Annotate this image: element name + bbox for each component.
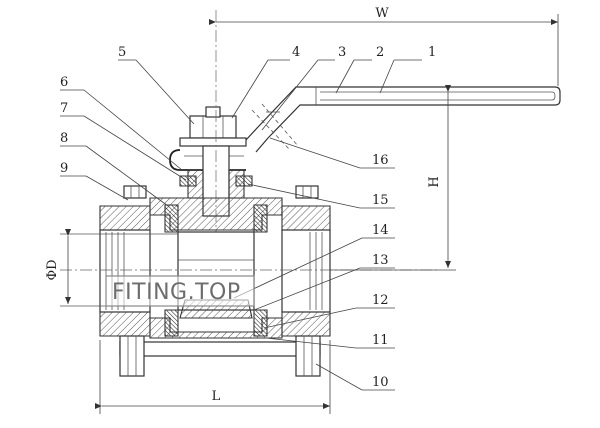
callout-8: 8 — [60, 131, 68, 146]
callout-10: 10 — [372, 375, 389, 390]
callout-6: 6 — [60, 75, 68, 90]
callout-11: 11 — [372, 333, 389, 348]
stem-assembly — [169, 10, 253, 240]
callout-9: 9 — [60, 161, 68, 176]
lever-handle — [245, 86, 561, 153]
callout-16: 16 — [372, 153, 389, 168]
dimension-height-label: H — [427, 176, 442, 187]
callout-7: 7 — [60, 101, 68, 116]
callout-5: 5 — [118, 45, 126, 60]
callout-4: 4 — [292, 45, 300, 60]
leader-lines — [60, 59, 422, 391]
callout-13: 13 — [372, 253, 389, 268]
watermark: FITING.TOP — [105, 275, 255, 307]
callout-3: 3 — [338, 45, 346, 60]
callout-15: 15 — [372, 193, 389, 208]
valve-body — [60, 185, 440, 377]
watermark-text: FITING.TOP — [112, 280, 241, 305]
dimension-lines — [65, 14, 559, 414]
callout-12: 12 — [372, 293, 389, 308]
dimension-width-label: W — [375, 6, 389, 21]
callout-14: 14 — [372, 223, 389, 238]
callout-2: 2 — [376, 45, 384, 60]
callout-1: 1 — [428, 45, 436, 60]
dimension-length-label: L — [212, 389, 221, 404]
dimension-diameter-label: ΦD — [45, 259, 60, 280]
